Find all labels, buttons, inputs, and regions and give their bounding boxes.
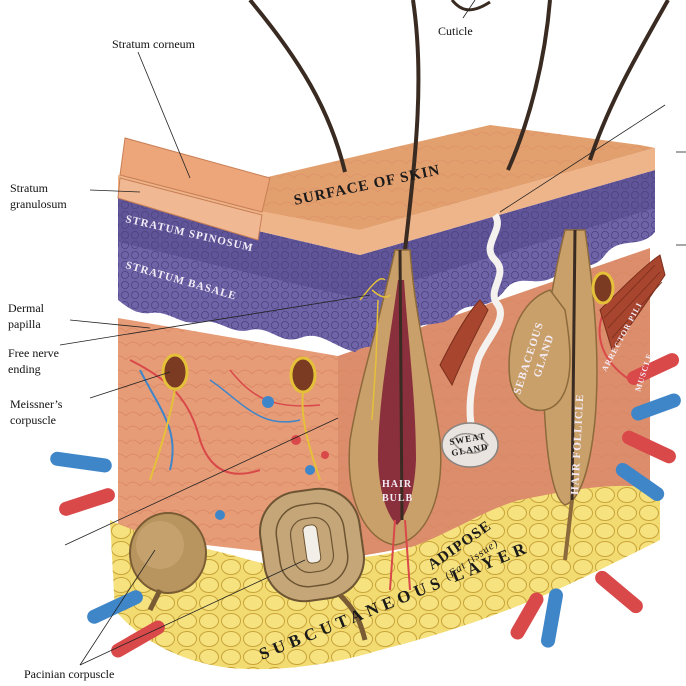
- label-free-nerve-line2: ending: [8, 362, 41, 376]
- hair-shafts: [248, 0, 670, 251]
- meissner-corpuscles: [149, 271, 615, 481]
- pacinian-corpuscles: [129, 487, 368, 641]
- label-cuticle: Cuticle: [438, 24, 473, 38]
- stratum-spinosum-layer: [118, 170, 655, 298]
- label-pacinian-corpuscle: Pacinian corpuscle: [24, 667, 114, 681]
- tag-hair-bulb-line1: HAIR: [382, 479, 412, 490]
- hair-follicle-main: [348, 249, 442, 591]
- arrector-pili-muscle: [599, 254, 666, 352]
- label-meissner-line2: corpuscle: [10, 413, 56, 427]
- label-stratum-granulosum-line2: granulosum: [10, 197, 67, 211]
- label-dermal-papilla-line2: papilla: [8, 317, 41, 331]
- adipose-tissue: [110, 485, 660, 670]
- stratum-corneum-flaps: [117, 137, 271, 241]
- label-meissner-line1: Meissner’s: [10, 397, 63, 411]
- sebaceous-gland: [508, 289, 571, 411]
- label-stratum-corneum: Stratum corneum: [112, 37, 196, 51]
- label-free-nerve-line1: Free nerve: [8, 346, 59, 360]
- skin-surface: [255, 125, 655, 230]
- leader-lines: [59, 0, 686, 666]
- sweat-gland: [441, 213, 504, 468]
- label-dermal-papilla-line1: Dermal: [8, 301, 45, 315]
- tag-hair-follicle: HAIR FOLLICLE: [569, 393, 586, 495]
- cut-blood-vessels: [50, 353, 681, 658]
- label-stratum-granulosum-line1: Stratum: [10, 181, 49, 195]
- tag-hair-bulb-line2: BULB: [382, 493, 413, 504]
- stratum-basale-layer: [118, 205, 655, 352]
- left-arrector-muscle: [439, 299, 489, 387]
